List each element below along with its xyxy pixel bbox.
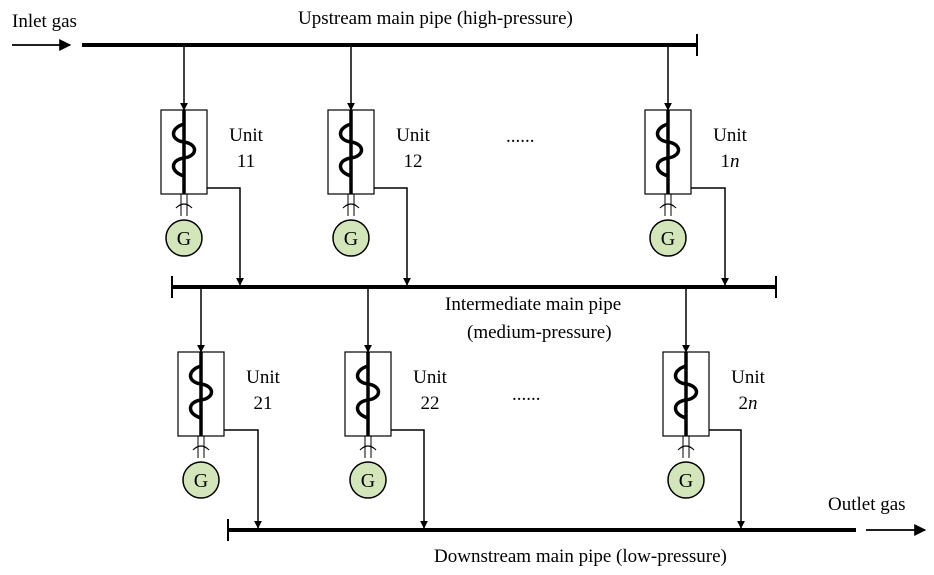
row2-unit-2: G Unit 22 [344,289,448,529]
unit-label-word: Unit [396,125,431,146]
coupling-arc [175,203,193,209]
turbine-coil-icon [355,364,381,420]
unit-label-word: Unit [713,125,748,146]
unit-label-number: 1n [721,151,740,172]
generator-symbol: G [177,228,191,250]
outlet-gas-label: Outlet gas [828,494,906,515]
generator-symbol: G [679,470,693,492]
generator-icon [332,219,370,257]
unit-label-number: 12 [404,151,423,172]
unit-label-number: 22 [421,393,440,414]
coupling-arc [342,203,360,209]
row1-unit-1: G Unit 11 [160,47,264,286]
generator-symbol: G [194,470,208,492]
unit-label-number: 21 [254,393,273,414]
row2-ellipsis: ...... [512,384,541,405]
coupling-arc [359,445,377,451]
intermediate-pipe-label: Intermediate main pipe [445,294,621,315]
generator-icon [182,461,220,499]
generator-symbol: G [661,228,675,250]
generator-icon [349,461,387,499]
unit-label-word: Unit [731,367,766,388]
row2-unit-1: G Unit 21 [177,289,281,529]
turbine-coil-icon [655,122,681,178]
exhaust-arrow [207,187,244,286]
exhaust-arrow [224,429,262,529]
generator-icon [649,219,687,257]
unit-label-word: Unit [246,367,281,388]
downstream-pipe-label: Downstream main pipe (low-pressure) [434,546,727,567]
turbine-coil-icon [673,364,699,420]
exhaust-arrow [691,187,729,286]
inlet-gas-label: Inlet gas [12,11,77,32]
unit-label-word: Unit [229,125,264,146]
coupling-arc [677,445,695,451]
upstream-pipe-label: Upstream main pipe (high-pressure) [298,8,573,29]
unit-label-number: 2n [739,393,758,414]
intermediate-pipe-label-pressure: (medium-pressure) [467,322,612,343]
row1-ellipsis: ...... [506,126,535,147]
exhaust-arrow [391,429,428,529]
row2-unit-3: G Unit 2n [662,289,766,529]
turbine-coil-icon [171,122,197,178]
exhaust-arrow [709,429,745,529]
turbine-coil-icon [338,122,364,178]
generator-icon [165,219,203,257]
unit-label-word: Unit [413,367,448,388]
unit-label-number: 11 [237,151,255,172]
row1-unit-3: G Unit 1n [644,47,748,286]
coupling-arc [659,203,677,209]
coupling-arc [192,445,210,451]
exhaust-arrow [374,187,411,286]
generator-icon [667,461,705,499]
generator-symbol: G [344,228,358,250]
turbine-coil-icon [188,364,214,420]
row1-unit-2: G Unit 12 [327,47,431,286]
generator-symbol: G [361,470,375,492]
